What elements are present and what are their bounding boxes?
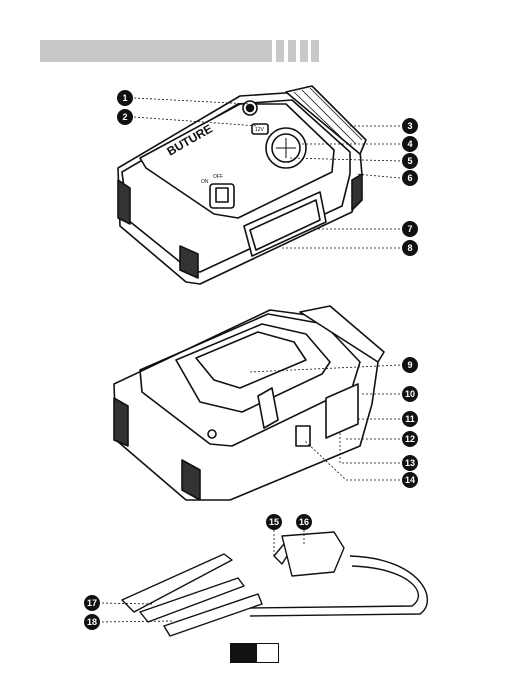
callout-1: 1 — [117, 90, 133, 106]
callout-14: 14 — [402, 472, 418, 488]
page-indicator-light — [256, 643, 279, 663]
callout-5: 5 — [402, 153, 418, 169]
callout-9: 9 — [402, 357, 418, 373]
callout-6: 6 — [402, 170, 418, 186]
callout-18: 18 — [84, 614, 100, 630]
callout-7: 7 — [402, 221, 418, 237]
callout-16: 16 — [296, 514, 312, 530]
page-indicator-dark — [230, 643, 256, 663]
callout-2: 2 — [117, 109, 133, 125]
callout-17: 17 — [84, 595, 100, 611]
svg-text:OFF: OFF — [213, 174, 223, 180]
callout-12: 12 — [402, 431, 418, 447]
callout-13: 13 — [402, 455, 418, 471]
callout-3: 3 — [402, 118, 418, 134]
callout-11: 11 — [402, 411, 418, 427]
callout-4: 4 — [402, 136, 418, 152]
svg-text:12V: 12V — [255, 127, 265, 133]
svg-text:ON: ON — [201, 179, 209, 185]
callout-15: 15 — [266, 514, 282, 530]
callout-8: 8 — [402, 240, 418, 256]
callout-10: 10 — [402, 386, 418, 402]
